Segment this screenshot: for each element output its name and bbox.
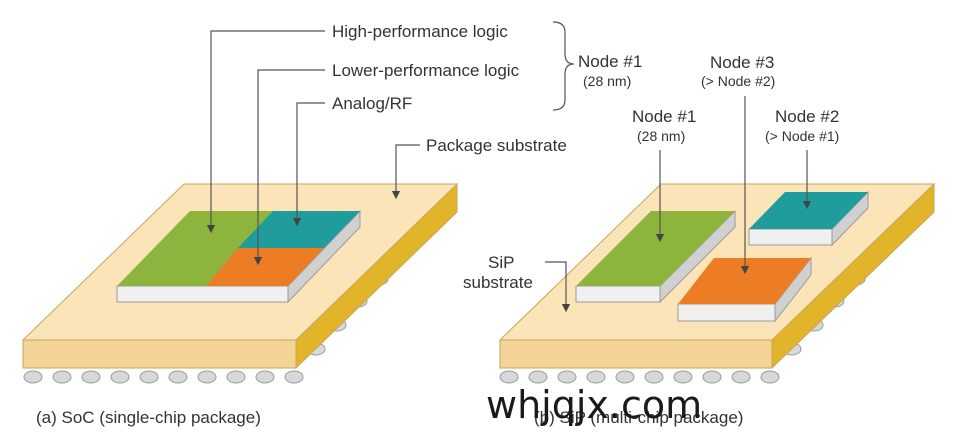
label-sip-node2: Node #2	[775, 107, 839, 126]
soc-high-perf-logic-block	[117, 211, 273, 286]
soc-substrate-front	[22, 339, 297, 369]
soc-lower-perf-logic-block	[206, 248, 324, 286]
caption-soc: (a) SoC (single-chip package)	[36, 408, 261, 427]
watermark-text: whjqjx.com	[486, 383, 702, 427]
label-soc-node-size: (28 nm)	[583, 73, 631, 89]
label-sip-node2-size: (> Node #1)	[765, 128, 839, 144]
soc-package	[21, 182, 459, 384]
label-sip-node3: Node #3	[710, 53, 774, 72]
caption-sip: (b) SiP (multi-chip package)	[534, 408, 743, 427]
label-soc-node: Node #1	[578, 52, 642, 71]
sip-leader-lines	[545, 96, 812, 313]
label-sip-node1: Node #1	[632, 107, 696, 126]
sip-substrate-front	[499, 339, 773, 369]
soc-leader-lines	[206, 21, 575, 266]
sip-package	[498, 182, 936, 384]
sip-chip-node2	[748, 190, 869, 247]
sip-chip-node1	[575, 209, 736, 304]
soc-analog-rf-block	[238, 211, 360, 248]
soc-chip-front	[116, 285, 289, 303]
label-sip-substrate-line1: SiP	[488, 253, 514, 272]
label-sip-substrate-line2: substrate	[463, 273, 533, 292]
label-package-substrate: Package substrate	[426, 136, 567, 155]
label-sip-node1-size: (28 nm)	[637, 128, 685, 144]
label-sip-node3-size: (> Node #2)	[701, 73, 775, 89]
soc-chip-side	[287, 209, 361, 304]
sip-chip-node3	[677, 256, 812, 323]
label-lower-performance-logic: Lower-performance logic	[332, 61, 520, 80]
label-analog-rf: Analog/RF	[332, 94, 412, 113]
label-high-performance-logic: High-performance logic	[332, 22, 508, 41]
